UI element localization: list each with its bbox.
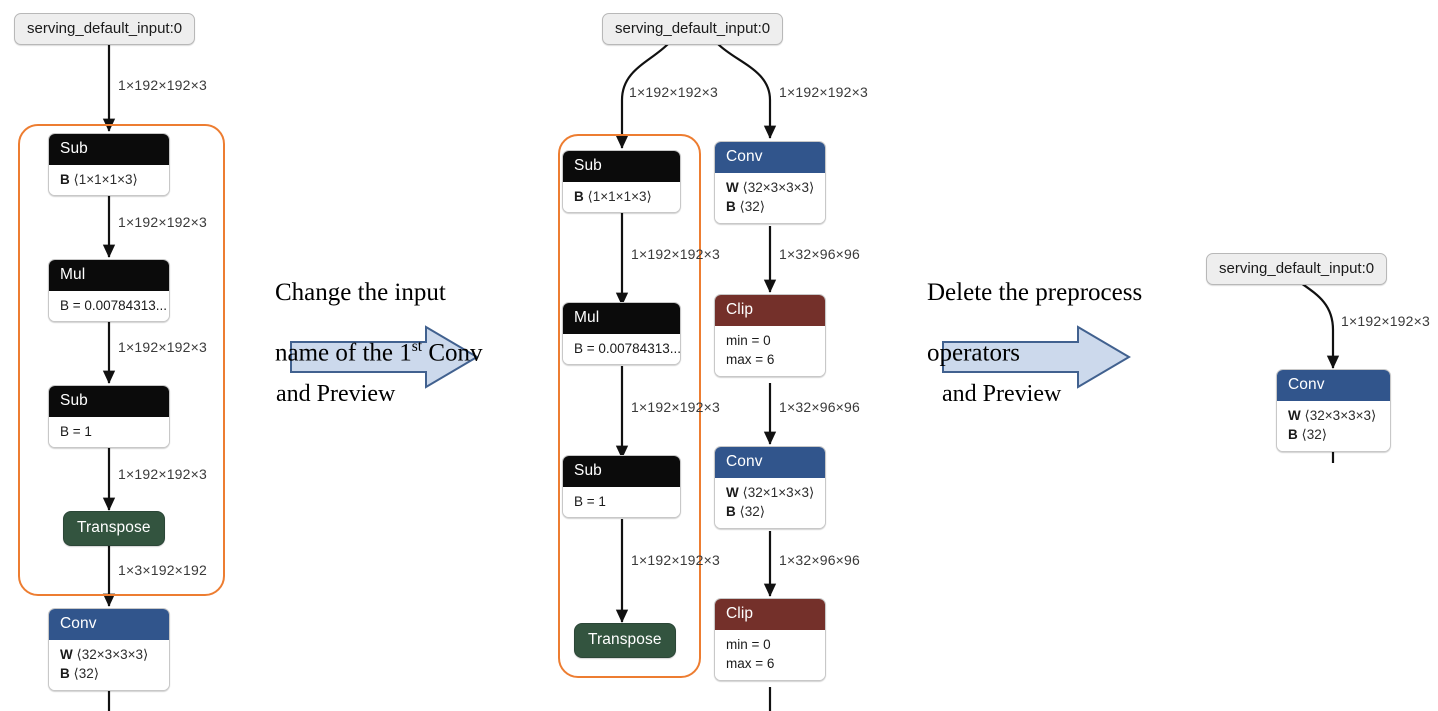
annotation-line-2-after: Conv [422, 339, 483, 367]
node-header: Mul [49, 260, 169, 291]
node-body: B = 0.00784313... [49, 290, 169, 322]
node-header: Sub [563, 151, 680, 182]
edge-label-sub1-mul1: 1×192×192×3 [631, 246, 721, 262]
edge-label-mul1-sub2: 1×192×192×3 [631, 399, 721, 415]
node-clip-1[interactable]: Clip min = 0 max = 6 [714, 294, 826, 377]
node-attr: W ⟨32×1×3×3⟩ [726, 484, 815, 500]
annotation-delete-preprocess: Delete the preprocess operators [927, 248, 1217, 368]
node-body: B = 0.00784313... [563, 333, 681, 365]
node-header: Mul [563, 303, 680, 334]
node-attr: B ⟨32⟩ [726, 199, 766, 215]
input-node-after-delete[interactable]: serving_default_input:0 [1206, 253, 1388, 285]
node-attr: B ⟨32⟩ [726, 504, 766, 520]
node-attr: max = 6 [726, 656, 775, 672]
node-attr: B ⟨32⟩ [60, 666, 100, 682]
node-body: W ⟨32×1×3×3⟩ B ⟨32⟩ [715, 477, 825, 528]
edge-label-conv1-clip1: 1×32×96×96 [779, 246, 861, 262]
node-header: Conv [1277, 370, 1390, 401]
node-sub-2[interactable]: Sub B = 1 [562, 455, 681, 519]
node-sub-2[interactable]: Sub B = 1 [48, 385, 170, 449]
node-sub-1[interactable]: Sub B ⟨1×1×1×3⟩ [562, 150, 681, 214]
node-attr: B = 1 [60, 423, 92, 439]
selection-box-preprocess-original[interactable] [18, 124, 225, 596]
edge-input-to-conv1 [717, 43, 777, 139]
node-attr: min = 0 [726, 636, 771, 652]
annotation-line-1: Change the input [275, 279, 446, 306]
node-body: B = 1 [49, 416, 169, 448]
edge-label-input-conv1: 1×192×192×3 [779, 84, 869, 100]
node-attr: B = 0.00784313... [60, 297, 167, 313]
node-attr: W ⟨32×3×3×3⟩ [726, 179, 815, 195]
edge-label-transpose-conv: 1×3×192×192 [118, 562, 208, 578]
input-node-original[interactable]: serving_default_input:0 [14, 13, 196, 45]
selection-box-preprocess-after-rename[interactable] [558, 134, 701, 678]
edge-label-conv2-clip2: 1×32×96×96 [779, 552, 861, 568]
annotation-line-2-before: operators [927, 339, 1021, 367]
node-body: B ⟨1×1×1×3⟩ [563, 181, 680, 213]
node-header: Sub [49, 386, 169, 417]
edge-label-input-sub1: 1×192×192×3 [629, 84, 719, 100]
node-clip-2[interactable]: Clip min = 0 max = 6 [714, 598, 826, 681]
node-transpose-1[interactable]: Transpose [574, 623, 676, 658]
node-attr: B ⟨1×1×1×3⟩ [574, 188, 652, 204]
node-transpose-1[interactable]: Transpose [63, 511, 165, 546]
edge-label-sub1-mul1: 1×192×192×3 [118, 214, 208, 230]
node-conv-1[interactable]: Conv W ⟨32×3×3×3⟩ B ⟨32⟩ [714, 141, 826, 224]
node-body: min = 0 max = 6 [715, 629, 825, 680]
annotation-2-footer: and Preview [942, 381, 1062, 407]
node-header: Transpose [588, 631, 662, 648]
node-header: Sub [49, 134, 169, 165]
node-attr: W ⟨32×3×3×3⟩ [60, 646, 149, 662]
annotation-line-2-before: name of the 1 [275, 339, 412, 367]
node-header: Transpose [77, 519, 151, 536]
node-conv-1[interactable]: Conv W ⟨32×3×3×3⟩ B ⟨32⟩ [1276, 369, 1391, 452]
input-node-after-rename[interactable]: serving_default_input:0 [602, 13, 784, 45]
node-header: Conv [715, 142, 825, 173]
node-header: Conv [49, 609, 169, 640]
annotation-line-1: Delete the preprocess [927, 279, 1143, 306]
edge-label-input-sub1: 1×192×192×3 [118, 77, 208, 93]
node-sub-1[interactable]: Sub B ⟨1×1×1×3⟩ [48, 133, 170, 197]
node-conv-2[interactable]: Conv W ⟨32×1×3×3⟩ B ⟨32⟩ [714, 446, 826, 529]
node-attr: min = 0 [726, 332, 771, 348]
edge-label-sub2-transpose: 1×192×192×3 [631, 552, 721, 568]
node-body: W ⟨32×3×3×3⟩ B ⟨32⟩ [49, 639, 169, 690]
annotation-1-footer: and Preview [276, 381, 396, 407]
edge-label-input-conv1: 1×192×192×3 [1341, 313, 1431, 329]
node-body: B = 1 [563, 486, 680, 518]
node-attr: max = 6 [726, 352, 775, 368]
node-attr: B = 0.00784313... [574, 340, 681, 356]
edge-input-to-conv1 [1289, 274, 1340, 369]
node-body: B ⟨1×1×1×3⟩ [49, 164, 169, 196]
node-body: W ⟨32×3×3×3⟩ B ⟨32⟩ [1277, 400, 1390, 451]
node-attr: B ⟨1×1×1×3⟩ [60, 171, 138, 187]
node-attr: B = 1 [574, 493, 606, 509]
node-header: Clip [715, 599, 825, 630]
node-mul-1[interactable]: Mul B = 0.00784313... [48, 259, 170, 323]
edge-label-mul1-sub2: 1×192×192×3 [118, 339, 208, 355]
annotation-change-input-name: Change the input name of the 1st Conv [275, 248, 520, 368]
node-header: Clip [715, 295, 825, 326]
node-body: min = 0 max = 6 [715, 325, 825, 376]
annotation-ordinal-suffix: st [411, 338, 423, 355]
edge-label-clip1-conv2: 1×32×96×96 [779, 399, 861, 415]
node-header: Conv [715, 447, 825, 478]
node-conv-1[interactable]: Conv W ⟨32×3×3×3⟩ B ⟨32⟩ [48, 608, 170, 691]
node-attr: B ⟨32⟩ [1288, 427, 1328, 443]
node-attr: W ⟨32×3×3×3⟩ [1288, 407, 1377, 423]
edge-label-sub2-transpose: 1×192×192×3 [118, 466, 208, 482]
node-body: W ⟨32×3×3×3⟩ B ⟨32⟩ [715, 172, 825, 223]
node-mul-1[interactable]: Mul B = 0.00784313... [562, 302, 681, 366]
node-header: Sub [563, 456, 680, 487]
